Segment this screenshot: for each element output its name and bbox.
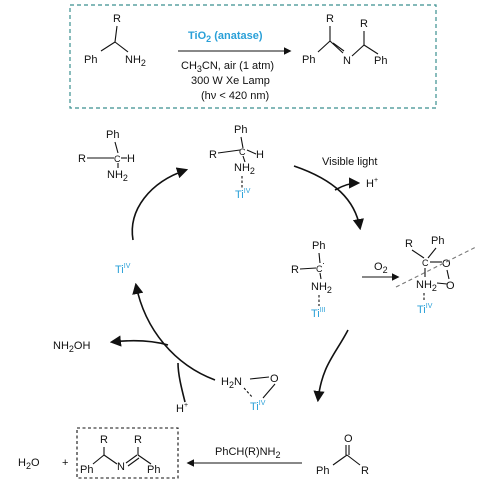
o2-label: O2 — [374, 261, 388, 275]
svg-text:TiIV: TiIV — [417, 303, 433, 316]
svg-text:Ph: Ph — [84, 54, 97, 66]
condition-lamp: 300 W Xe Lamp — [191, 75, 270, 87]
svg-text:R: R — [100, 434, 108, 446]
ti-iv-free-site: TiIV — [115, 263, 131, 276]
amine-reagent-label: PhCH(R)NH2 — [215, 446, 281, 460]
h-plus-bottom-label: H+ — [176, 402, 188, 415]
nh2oh-label: NH2OH — [53, 340, 90, 354]
visible-light-label: Visible light — [322, 156, 377, 168]
branch-h-plus-release — [334, 177, 361, 191]
svg-text:R: R — [134, 434, 142, 446]
svg-text:NH2: NH2 — [125, 54, 146, 68]
condition-wavelength: (hν < 420 nm) — [201, 90, 269, 102]
svg-text:H2N: H2N — [221, 376, 242, 390]
product-imine: R Ph N R Ph — [302, 13, 387, 67]
bond-cleavage-line — [395, 246, 477, 288]
svg-text:O: O — [270, 373, 279, 385]
svg-text:H: H — [256, 149, 264, 161]
svg-text:NH2: NH2 — [234, 162, 255, 176]
svg-text:O: O — [446, 280, 455, 292]
svg-text:O: O — [344, 433, 353, 445]
svg-text:NH2: NH2 — [107, 169, 128, 183]
svg-text:O: O — [442, 258, 451, 270]
svg-text:C: C — [239, 147, 246, 157]
svg-text:NH2: NH2 — [416, 279, 437, 293]
peroxide-intermediate-structure: R Ph C O NH2 O TiIV — [395, 235, 477, 316]
svg-text:R: R — [291, 264, 299, 276]
svg-text:Ph: Ph — [312, 240, 325, 252]
svg-text:R: R — [360, 18, 368, 30]
free-amine-structure: Ph R C H NH2 — [78, 129, 135, 183]
branch-nh2oh-release — [109, 335, 169, 347]
hydroxylamine-ti-structure: H2N O TiIV — [221, 373, 279, 413]
svg-text:Ph: Ph — [147, 464, 160, 476]
svg-text:Ph: Ph — [106, 129, 119, 141]
cycle-arc-top-left — [131, 167, 189, 241]
svg-text:·: · — [322, 258, 325, 268]
svg-text:TiIV: TiIV — [250, 400, 266, 413]
svg-text:N: N — [343, 55, 351, 67]
svg-text:TiIV: TiIV — [235, 188, 251, 201]
svg-text:Ph: Ph — [302, 54, 315, 66]
svg-text:N: N — [117, 461, 125, 473]
h-plus-top-label: H+ — [366, 177, 378, 190]
svg-text:R: R — [405, 238, 413, 250]
svg-text:C: C — [422, 258, 429, 268]
svg-text:TiIII: TiIII — [311, 307, 326, 320]
plus-sign: + — [62, 457, 68, 469]
svg-text:Ph: Ph — [431, 235, 444, 247]
svg-text:H: H — [127, 153, 135, 165]
catalyst-label: TiO2 (anatase) — [188, 30, 263, 44]
ketone-product-structure: O Ph R — [316, 433, 369, 477]
branch-h-plus-uptake — [177, 362, 186, 403]
reactant-amine: R Ph NH2 — [84, 13, 146, 68]
condition-solvent-air: CH3CN, air (1 atm) — [181, 60, 274, 74]
svg-text:R: R — [78, 153, 86, 165]
svg-text:R: R — [326, 13, 334, 25]
header-reaction-box — [69, 4, 437, 109]
radical-intermediate-structure: Ph R C · NH2 TiIII — [291, 240, 332, 320]
imine-product-box — [76, 427, 179, 479]
cycle-arc-top-right — [293, 165, 364, 231]
cycle-arc-bottom-left — [132, 282, 216, 381]
svg-text:Ph: Ph — [374, 55, 387, 67]
svg-text:Ph: Ph — [316, 465, 329, 477]
water-label: H2O — [18, 457, 40, 471]
svg-text:Ph: Ph — [234, 124, 247, 136]
svg-text:NH2: NH2 — [311, 281, 332, 295]
svg-text:Ph: Ph — [80, 464, 93, 476]
cycle-arc-right-lower — [313, 329, 349, 403]
svg-text:C: C — [316, 264, 323, 274]
svg-text:R: R — [361, 465, 369, 477]
svg-text:R: R — [209, 149, 217, 161]
bottom-imine-product: R Ph N R Ph — [80, 434, 160, 476]
svg-text:R: R — [113, 13, 121, 25]
adsorbed-amine-structure: Ph R C H NH2 TiIV — [209, 124, 264, 201]
svg-text:C: C — [114, 154, 121, 164]
